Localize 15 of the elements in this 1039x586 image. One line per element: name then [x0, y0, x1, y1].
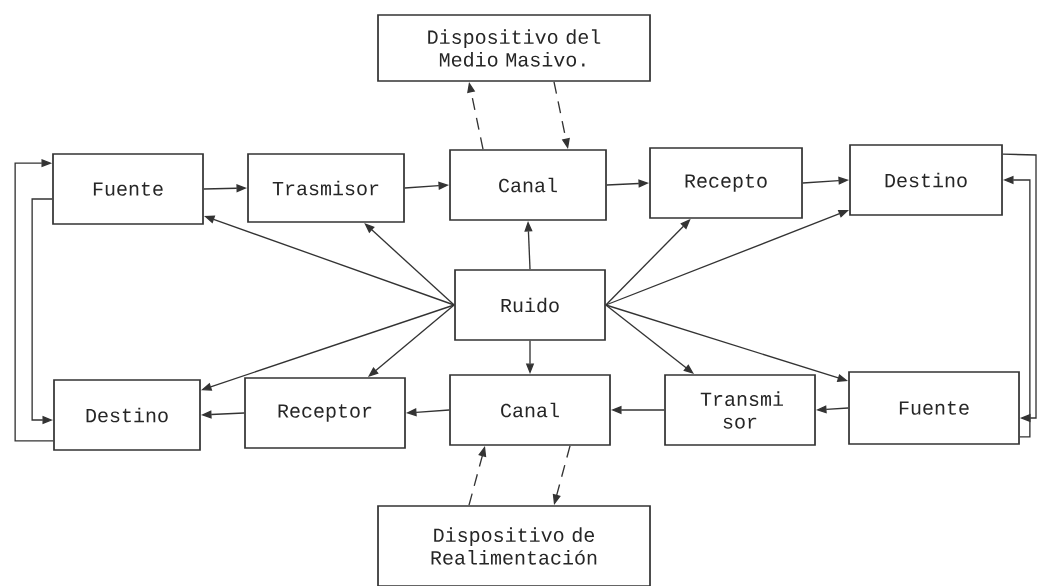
- process-box: Fuente: [848, 371, 1020, 445]
- process-box: Trasmisor: [247, 153, 405, 223]
- process-box: Destino: [849, 144, 1003, 216]
- process-box: Transmi sor: [664, 374, 816, 446]
- process-box: Canal: [449, 374, 611, 446]
- process-box: Receptor: [244, 377, 406, 449]
- process-box: Ruido: [454, 269, 606, 341]
- process-box: Dispositivo de Realimentación: [377, 505, 651, 586]
- process-box: Fuente: [52, 153, 204, 225]
- arrow: [14, 158, 54, 442]
- process-box: Destino: [53, 379, 201, 451]
- arrow: [1002, 153, 1037, 423]
- process-box: Dispositivo del Medio Masivo.: [377, 14, 651, 82]
- process-box: Canal: [449, 149, 607, 221]
- process-box: Recepto: [649, 147, 803, 219]
